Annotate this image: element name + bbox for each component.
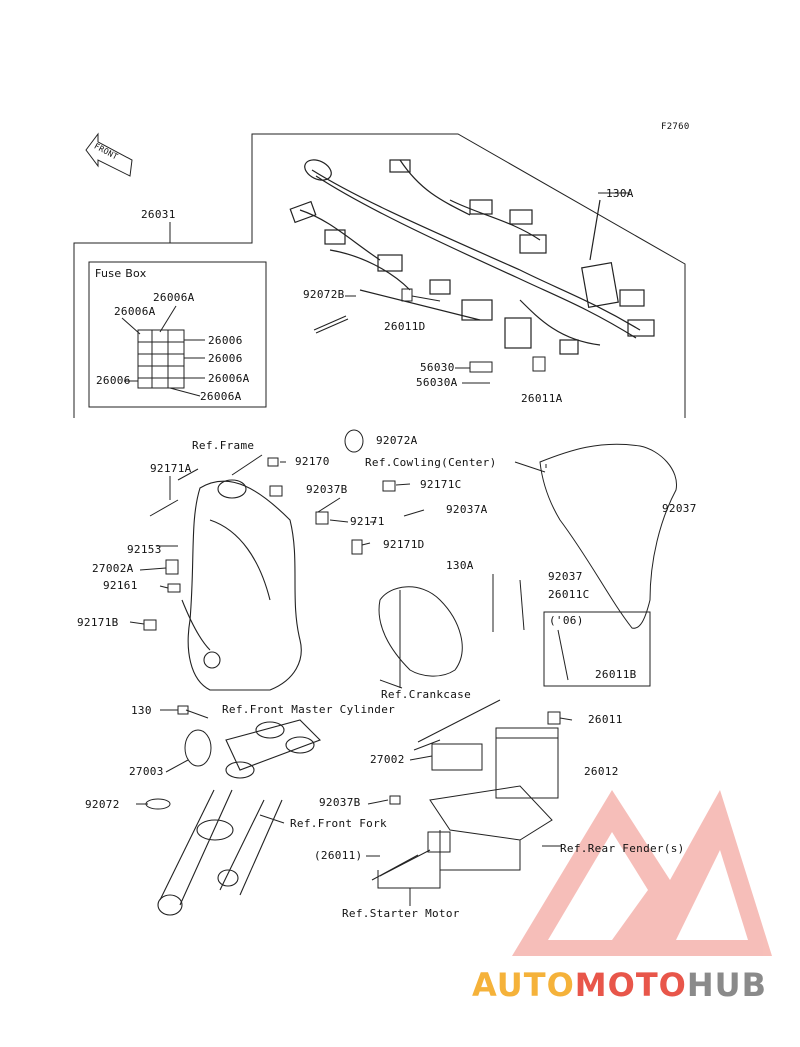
label-26012: 26012 xyxy=(584,765,619,778)
battery-icon xyxy=(495,727,559,799)
logo-part-auto: AUTO xyxy=(472,966,575,1004)
label-27002a: 27002A xyxy=(92,562,134,575)
relay-icon xyxy=(401,288,413,302)
fuse-code-6: 26006A xyxy=(208,372,250,385)
ref-front-fork: Ref.Front Fork xyxy=(290,817,387,830)
fuse-code-4: 26006 xyxy=(208,352,243,365)
ref-frame: Ref.Frame xyxy=(192,439,255,452)
label-27003: 27003 xyxy=(129,765,164,778)
label-130a-mid: 130A xyxy=(446,559,474,572)
label-92072a: 92072A xyxy=(376,434,418,447)
ref-crankcase: Ref.Crankcase xyxy=(381,688,471,701)
label-26011a: 26011A xyxy=(521,392,563,405)
fuse-code-3: 26006 xyxy=(208,334,243,347)
label-26011-paren: (26011) xyxy=(314,849,363,862)
label-56030a: 56030A xyxy=(416,376,458,389)
label-26011b: 26011B xyxy=(595,668,637,681)
label-92072b: 92072B xyxy=(303,288,345,301)
logo-part-moto: MOTO xyxy=(574,966,687,1004)
label-92037b-bot: 92037B xyxy=(319,796,361,809)
label-06: ('06) xyxy=(549,614,584,627)
wiring-harness-icon xyxy=(289,159,655,355)
cable-tie-icon xyxy=(313,315,347,331)
label-92171d: 92171D xyxy=(383,538,425,551)
diagram-id: F2760 xyxy=(661,122,690,132)
grommet-icon xyxy=(344,429,364,453)
terminal-cover-icon xyxy=(547,711,561,725)
fuse-code-1: 26006A xyxy=(153,291,195,304)
fuse-block-icon xyxy=(121,305,205,397)
clamp-icon xyxy=(145,798,171,810)
battery-tray-icon xyxy=(429,785,553,871)
label-26011c: 26011C xyxy=(548,588,590,601)
label-92037b-top: 92037B xyxy=(306,483,348,496)
fuse-box-outline xyxy=(88,261,267,408)
harness-bracket-line xyxy=(73,133,686,418)
label-26011d: 26011D xyxy=(384,320,426,333)
label-92037-mid: 92037 xyxy=(548,570,583,583)
label-56030: 56030 xyxy=(420,361,455,374)
watermark-logo: AUTOMOTOHUB xyxy=(472,966,767,1004)
fuse-box-title: Fuse Box xyxy=(95,267,147,280)
label-92153: 92153 xyxy=(127,543,162,556)
ecu-icon xyxy=(431,743,483,771)
watermark-triangle-icon xyxy=(512,790,772,956)
label-130a-top: 130A xyxy=(606,187,634,200)
front-fork-icon xyxy=(157,719,321,916)
ref-rear-fender: Ref.Rear Fender(s) xyxy=(560,842,685,855)
fuse-code-7: 26006A xyxy=(200,390,242,403)
label-26011: 26011 xyxy=(588,713,623,726)
frame-icon xyxy=(181,479,302,691)
bolt-icon xyxy=(149,499,179,517)
label-92171c: 92171C xyxy=(420,478,462,491)
label-130: 130 xyxy=(131,704,152,717)
fuse-code-2: 26006A xyxy=(114,305,156,318)
label-92171a: 92171A xyxy=(150,462,192,475)
front-arrow-icon xyxy=(85,132,133,177)
label-92037-right: 92037 xyxy=(662,502,697,515)
starter-relay-icon xyxy=(371,831,451,881)
clip-icon xyxy=(267,457,279,467)
label-92161: 92161 xyxy=(103,579,138,592)
label-27002: 27002 xyxy=(370,753,405,766)
label-92171: 92171 xyxy=(350,515,385,528)
ref-starter-motor: Ref.Starter Motor xyxy=(342,907,460,920)
cowling-icon xyxy=(514,443,677,629)
crankcase-icon xyxy=(378,586,463,688)
fuse-code-5: 26006 xyxy=(96,374,131,387)
label-26031: 26031 xyxy=(141,208,176,221)
ref-cowling: Ref.Cowling(Center) xyxy=(365,456,497,469)
label-92170: 92170 xyxy=(295,455,330,468)
label-92072: 92072 xyxy=(85,798,120,811)
logo-part-hub: HUB xyxy=(686,966,768,1004)
label-92171b: 92171B xyxy=(77,616,119,629)
ref-master-cylinder: Ref.Front Master Cylinder xyxy=(222,703,396,716)
inset-06-box xyxy=(543,611,651,687)
horn-icon xyxy=(184,729,212,767)
label-92037a: 92037A xyxy=(446,503,488,516)
